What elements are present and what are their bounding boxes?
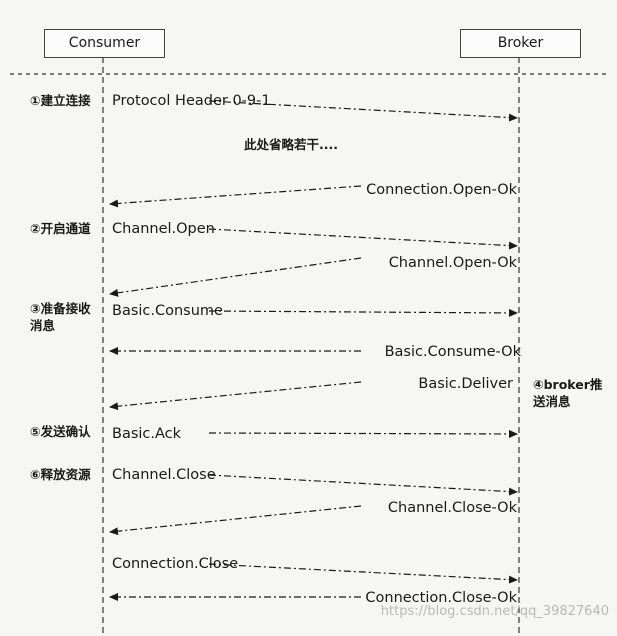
message-label: Channel.Close-Ok — [387, 500, 517, 516]
message-arrow — [208, 308, 518, 317]
message-arrow — [109, 257, 362, 297]
step-prepare-line1: ③准备接收 — [30, 301, 91, 316]
watermark: https://blog.csdn.net/qq_39827640 — [380, 604, 609, 619]
message-arrow — [109, 381, 362, 411]
step-broker-push-line1: ④broker推 — [533, 377, 603, 392]
message-label: Basic.Consume — [112, 303, 223, 319]
message-arrow — [109, 185, 362, 208]
omitted-steps-note: 此处省略若干.... — [244, 137, 338, 152]
step-release: ⑥释放资源 — [30, 467, 91, 482]
message-label: Protocol Header 0-9-1 — [112, 93, 271, 109]
step-open-channel: ②开启通道 — [30, 221, 91, 236]
message-label: Basic.Deliver — [418, 376, 513, 392]
consumer-actor-box: Consumer — [44, 29, 165, 58]
step-broker-push-line2: 送消息 — [533, 394, 571, 409]
message-arrow — [208, 429, 518, 438]
message-label: Channel.Open-Ok — [388, 255, 517, 271]
step-prepare-line2: 消息 — [30, 318, 56, 333]
message-arrows — [109, 100, 518, 601]
broker-actor-box: Broker — [460, 29, 581, 58]
step-connect: ①建立连接 — [30, 93, 91, 108]
message-arrow — [109, 505, 362, 536]
message-label: Channel.Open — [112, 221, 215, 237]
step-confirm: ⑤发送确认 — [30, 424, 91, 439]
message-arrow — [208, 563, 518, 584]
message-arrow — [208, 474, 518, 496]
message-label: Basic.Ack — [112, 426, 182, 442]
message-label: Connection.Close-Ok — [365, 590, 517, 606]
message-arrow — [208, 228, 518, 250]
message-label: Channel.Close — [112, 467, 216, 483]
message-label: Connection.Close — [112, 556, 239, 572]
message-arrow — [208, 100, 518, 122]
message-label: Basic.Consume-Ok — [384, 344, 521, 360]
message-label: Connection.Open-Ok — [366, 182, 517, 198]
